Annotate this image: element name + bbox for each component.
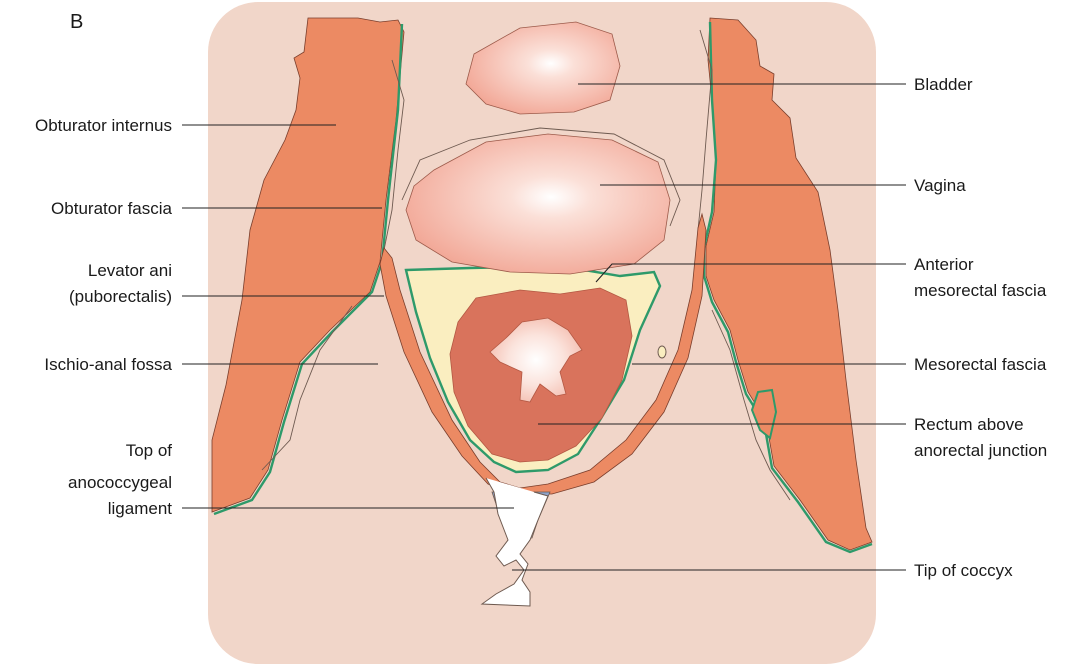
label-levator-ani-line2: (puborectalis): [69, 287, 172, 306]
panel-letter: B: [70, 11, 83, 33]
label-anterior-mesorectal-line2: mesorectal fascia: [914, 281, 1047, 300]
label-anococcygeal-line2: anococcygeal: [68, 473, 172, 492]
label-anococcygeal-line3: ligament: [108, 499, 173, 518]
label-obturator-fascia: Obturator fascia: [51, 199, 172, 218]
label-rectum-line2: anorectal junction: [914, 441, 1047, 460]
label-vagina: Vagina: [914, 176, 966, 195]
label-levator-ani-line1: Levator ani: [88, 261, 172, 280]
label-coccyx-tip: Tip of coccyx: [914, 561, 1013, 580]
label-bladder: Bladder: [914, 75, 973, 94]
label-ischio-anal-fossa: Ischio-anal fossa: [44, 355, 172, 374]
small-vessel: [658, 346, 666, 358]
label-anterior-mesorectal-line1: Anterior: [914, 255, 974, 274]
label-anococcygeal-line1: Top of: [126, 441, 173, 460]
label-obturator-internus: Obturator internus: [35, 116, 172, 135]
label-mesorectal-fascia: Mesorectal fascia: [914, 355, 1047, 374]
label-rectum-line1: Rectum above: [914, 415, 1024, 434]
